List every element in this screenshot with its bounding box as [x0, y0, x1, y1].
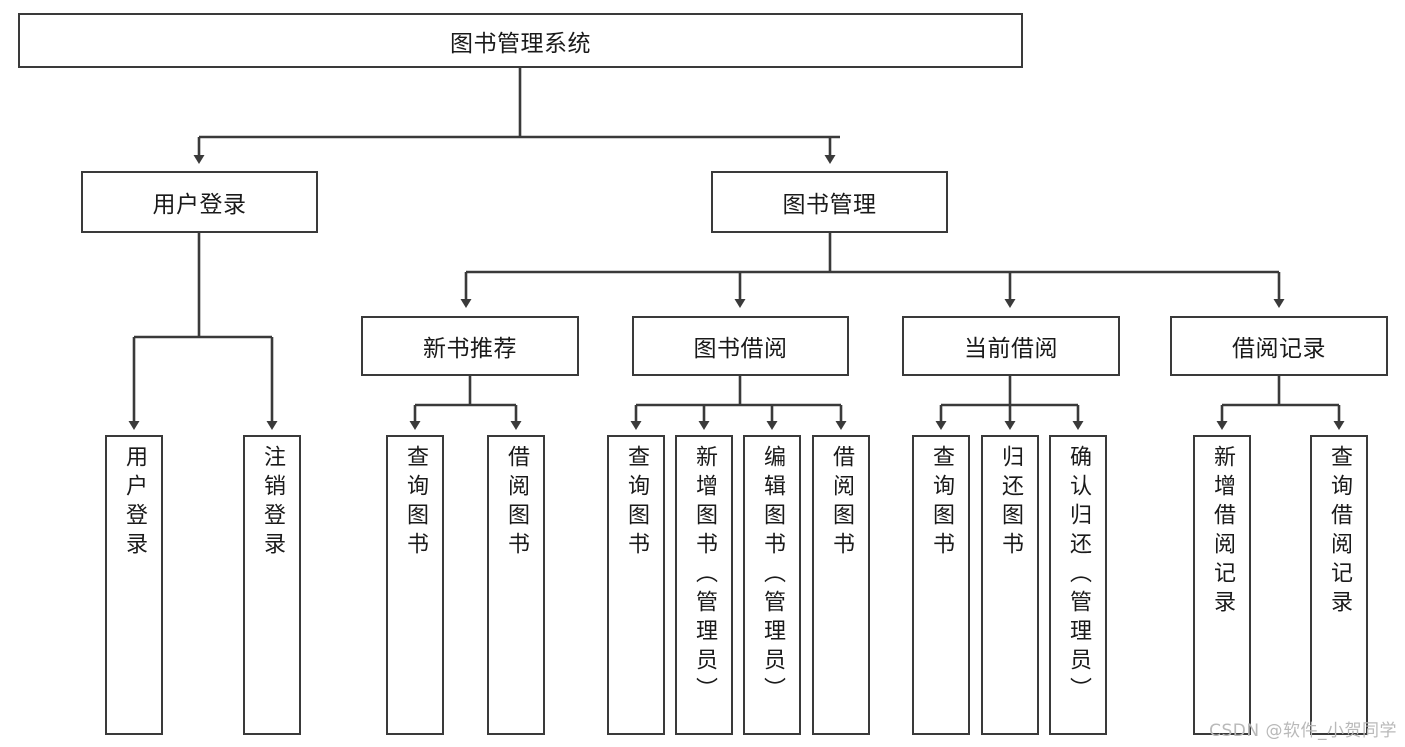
leaf-borrow-book-1-label: 借阅图书 [504, 445, 529, 561]
leaf-borrow-book-2[interactable]: 借阅图书 [812, 435, 870, 735]
node-new-book-recommend-label: 新书推荐 [423, 336, 517, 362]
node-book-borrow[interactable]: 图书借阅 [632, 316, 849, 376]
leaf-query-book-3[interactable]: 查询图书 [912, 435, 970, 735]
leaf-logout[interactable]: 注销登录 [243, 435, 301, 735]
node-borrow-record[interactable]: 借阅记录 [1170, 316, 1388, 376]
leaf-logout-label: 注销登录 [260, 445, 285, 561]
node-book-manage-label: 图书管理 [782, 192, 877, 218]
leaf-borrow-book-2-label: 借阅图书 [829, 445, 854, 561]
leaf-add-record-label: 新增借阅记录 [1210, 445, 1235, 619]
leaf-user-login[interactable]: 用户登录 [105, 435, 163, 735]
node-new-book-recommend[interactable]: 新书推荐 [361, 316, 579, 376]
node-current-borrow-label: 当前借阅 [964, 336, 1058, 362]
leaf-add-book[interactable]: 新增图书（管理员） [675, 435, 733, 735]
leaf-query-book-1-label: 查询图书 [403, 445, 428, 561]
node-root-label: 图书管理系统 [450, 30, 591, 57]
node-book-borrow-label: 图书借阅 [693, 336, 788, 362]
leaf-return-book[interactable]: 归还图书 [981, 435, 1039, 735]
node-user-login-label: 用户登录 [152, 192, 247, 218]
leaf-add-book-label: 新增图书（管理员） [692, 445, 717, 706]
node-book-manage[interactable]: 图书管理 [711, 171, 948, 233]
node-borrow-record-label: 借阅记录 [1232, 336, 1326, 362]
leaf-query-book-2[interactable]: 查询图书 [607, 435, 665, 735]
node-current-borrow[interactable]: 当前借阅 [902, 316, 1120, 376]
leaf-query-book-2-label: 查询图书 [624, 445, 649, 561]
watermark-text: CSDN @软件_小贺同学 [1209, 721, 1397, 741]
node-root[interactable]: 图书管理系统 [18, 13, 1023, 68]
leaf-return-book-label: 归还图书 [998, 445, 1023, 561]
leaf-borrow-book-1[interactable]: 借阅图书 [487, 435, 545, 735]
leaf-query-book-3-label: 查询图书 [929, 445, 954, 561]
leaf-edit-book-label: 编辑图书（管理员） [760, 445, 785, 706]
node-user-login[interactable]: 用户登录 [81, 171, 318, 233]
leaf-confirm-return-label: 确认归还（管理员） [1066, 445, 1091, 706]
leaf-query-record[interactable]: 查询借阅记录 [1310, 435, 1368, 735]
leaf-query-book-1[interactable]: 查询图书 [386, 435, 444, 735]
leaf-edit-book[interactable]: 编辑图书（管理员） [743, 435, 801, 735]
leaf-add-record[interactable]: 新增借阅记录 [1193, 435, 1251, 735]
leaf-user-login-label: 用户登录 [122, 445, 147, 561]
leaf-query-record-label: 查询借阅记录 [1327, 445, 1352, 619]
leaf-confirm-return[interactable]: 确认归还（管理员） [1049, 435, 1107, 735]
